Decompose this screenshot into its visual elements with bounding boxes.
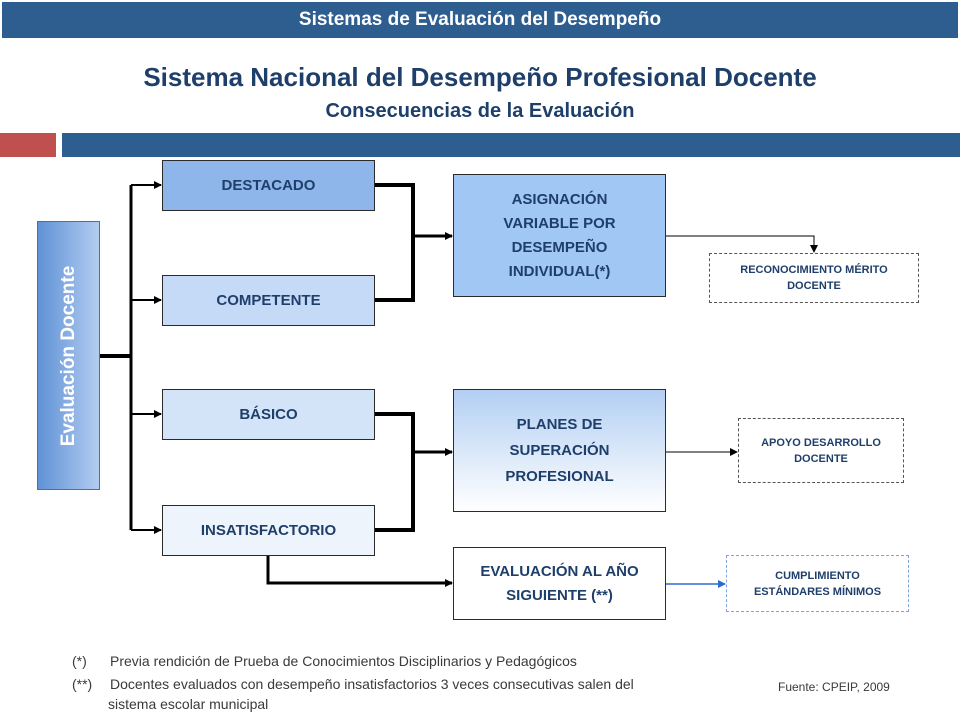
reconocimiento-line-1: RECONOCIMIENTO MÉRITO xyxy=(740,264,888,276)
asignacion-line-3: DESEMPEÑO xyxy=(511,238,608,256)
evaluacion-docente-box: Evaluación Docente xyxy=(37,221,100,490)
accent-bar-red xyxy=(0,133,56,157)
consequence-evaluacion: EVALUACIÓN AL AÑO SIGUIENTE (**) xyxy=(453,547,666,620)
consequence-asignacion: ASIGNACIÓN VARIABLE POR DESEMPEÑO INDIVI… xyxy=(453,174,666,297)
merge-upper xyxy=(375,183,415,302)
outcome-cumplimiento: CUMPLIMIENTO ESTÁNDARES MÍNIMOS xyxy=(726,555,909,612)
footnote-1: (*) Previa rendición de Prueba de Conocim… xyxy=(72,653,577,669)
evaluacion-line-2: SIGUIENTE (**) xyxy=(506,586,613,604)
apoyo-line-1: APOYO DESARROLLO xyxy=(761,436,881,449)
evaluacion-docente-label: Evaluación Docente xyxy=(57,265,79,446)
level-basico: BÁSICO xyxy=(162,389,375,440)
outcome-reconocimiento: RECONOCIMIENTO MÉRITO DOCENTE xyxy=(709,253,919,303)
arrow-reconocimiento xyxy=(666,235,818,253)
arrow-evaluacion xyxy=(266,556,453,587)
planes-line-3: PROFESIONAL xyxy=(505,467,614,485)
banner-text: Sistemas de Evaluación del Desempeño xyxy=(298,9,662,30)
level-insatisfactorio: INSATISFACTORIO xyxy=(162,505,375,556)
asignacion-line-2: VARIABLE POR xyxy=(503,214,616,232)
main-title: Sistema Nacional del Desempeño Profesion… xyxy=(143,62,817,92)
footnote-2-continuation: sistema escolar municipal xyxy=(108,696,269,712)
cumplimiento-line-1: CUMPLIMIENTO xyxy=(775,569,860,582)
footnote-2: (**) Docentes evaluados con desempeño ins… xyxy=(72,676,634,692)
source-note: Fuente: CPEIP, 2009 xyxy=(778,680,890,694)
footnote-2-mark: (**) xyxy=(72,676,93,692)
asignacion-line-1: ASIGNACIÓN xyxy=(511,190,608,208)
asignacion-line-4: INDIVIDUAL(*) xyxy=(508,262,611,280)
apoyo-line-2: DOCENTE xyxy=(794,452,848,465)
accent-bar-blue xyxy=(62,133,960,157)
evaluacion-line-1: EVALUACIÓN AL AÑO xyxy=(480,562,639,580)
footnote-2-text: Docentes evaluados con desempeño insatis… xyxy=(110,676,634,692)
consequence-planes: PLANES DE SUPERACIÓN PROFESIONAL xyxy=(453,389,666,512)
planes-line-2: SUPERACIÓN xyxy=(509,441,610,459)
outcome-apoyo: APOYO DESARROLLO DOCENTE xyxy=(738,418,904,483)
cumplimiento-line-2: ESTÁNDARES MÍNIMOS xyxy=(753,585,882,598)
reconocimiento-line-2: DOCENTE xyxy=(787,280,841,292)
top-banner: Sistemas de Evaluación del Desempeño xyxy=(2,2,958,38)
footnote-1-mark: (*) xyxy=(72,653,87,669)
planes-line-1: PLANES DE xyxy=(516,415,603,433)
footnote-1-text: Previa rendición de Prueba de Conocimien… xyxy=(110,653,577,669)
level-competente: COMPETENTE xyxy=(162,275,375,326)
sub-title: Consecuencias de la Evaluación xyxy=(325,100,635,122)
level-destacado: DESTACADO xyxy=(162,160,375,211)
merge-lower xyxy=(375,412,415,532)
